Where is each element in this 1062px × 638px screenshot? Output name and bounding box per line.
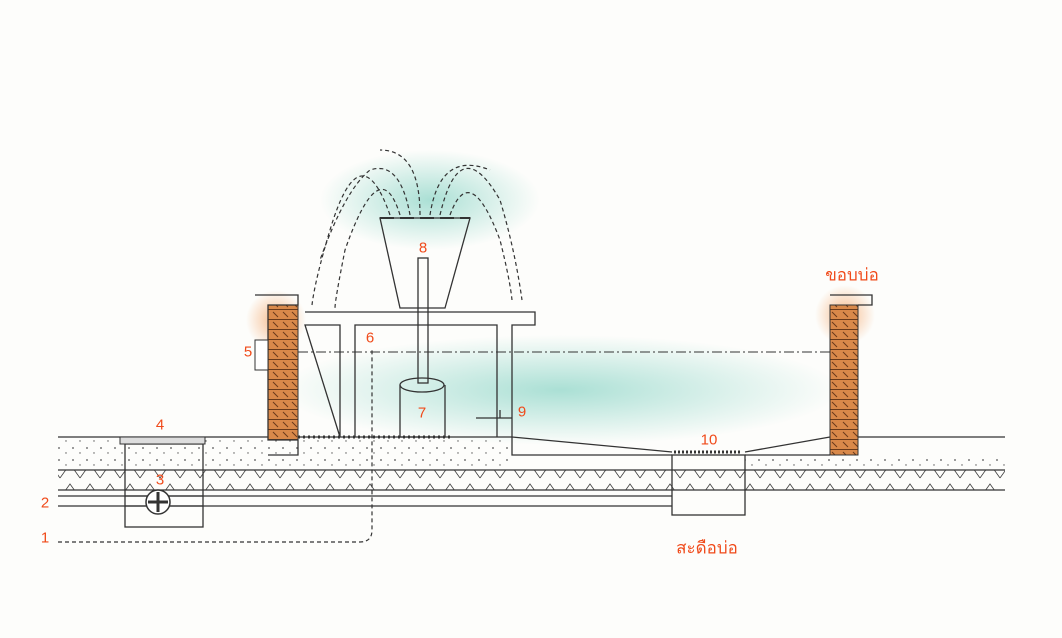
label-3: 3 — [155, 471, 165, 489]
label-8: 8 — [418, 239, 428, 257]
label-pond-edge: ขอบบ่อ — [825, 265, 879, 286]
pond-drain — [671, 454, 746, 516]
fountain — [304, 217, 536, 438]
ground — [58, 436, 1005, 491]
water-spray — [311, 149, 523, 309]
right-pond-wall — [829, 304, 859, 456]
label-2: 2 — [40, 494, 50, 512]
label-6: 6 — [365, 329, 375, 347]
label-9: 9 — [517, 403, 527, 421]
electric-conduit — [58, 350, 373, 543]
valve-icon — [145, 489, 171, 515]
valve-box-cover — [119, 436, 206, 445]
label-1: 1 — [40, 529, 50, 547]
spray-glow — [320, 150, 540, 250]
label-10: 10 — [700, 431, 718, 449]
label-4: 4 — [155, 416, 165, 434]
label-pond-drain: สะดือบ่อ — [676, 538, 738, 559]
water-glow — [280, 335, 840, 445]
label-7: 7 — [417, 404, 427, 422]
left-pond-wall — [267, 304, 299, 441]
label-5: 5 — [243, 343, 253, 361]
pump — [399, 385, 446, 438]
